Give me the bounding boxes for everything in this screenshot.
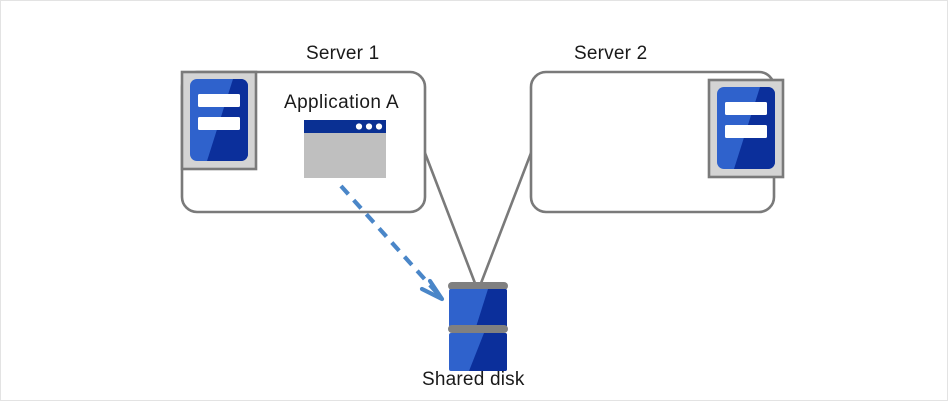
connector-application-to-disk: [339, 184, 445, 302]
shared-disk-label: Shared disk: [422, 369, 525, 390]
application-a-label: Application A: [284, 92, 400, 113]
database-disk-icon[interactable]: [448, 282, 508, 371]
server2-label: Server 2: [574, 43, 648, 64]
server-icon: [180, 70, 258, 171]
connector-server1-to-disk: [423, 151, 480, 293]
server-icon: [707, 78, 785, 179]
connector-server2-to-disk: [476, 151, 533, 293]
application-window-icon[interactable]: [304, 120, 386, 178]
server1-label: Server 1: [306, 43, 380, 64]
